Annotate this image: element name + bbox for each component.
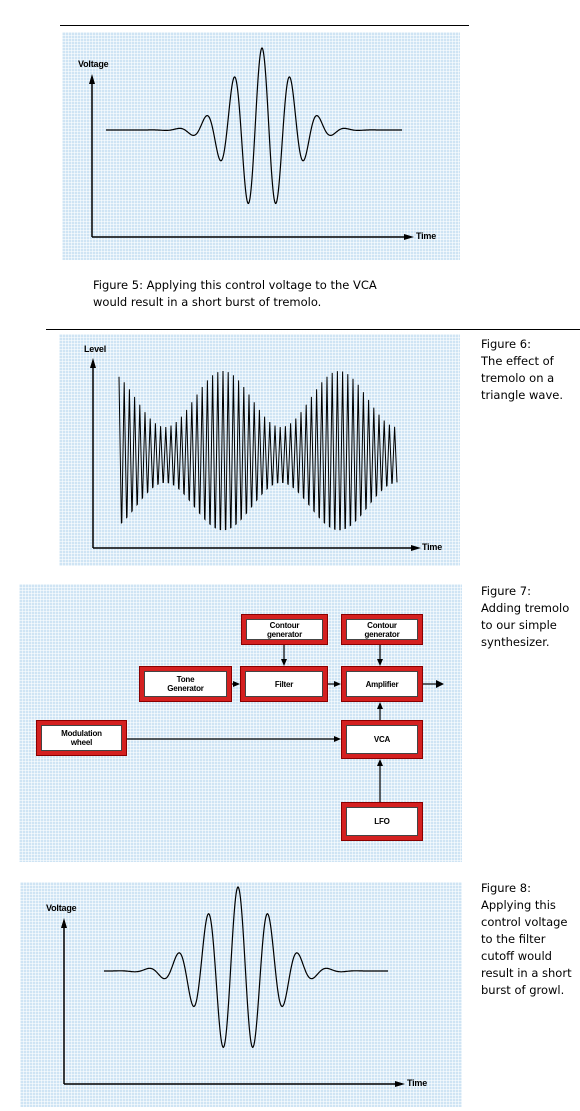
figure8-caption: Figure 8: Applying this control voltage … <box>481 880 572 999</box>
figure6-caption-line: triangle wave. <box>481 388 563 402</box>
figure7-connections <box>127 645 444 802</box>
block-vca: VCA <box>341 720 423 759</box>
block-label: Tone Generator <box>144 671 227 697</box>
block-label: VCA <box>346 725 418 754</box>
figure6-waveform <box>118 370 398 531</box>
block-contour-generator-1: Contour generator <box>241 614 328 645</box>
block-label: Filter <box>245 671 323 697</box>
top-rule <box>60 25 469 26</box>
block-modulation-wheel: Modulation wheel <box>36 720 127 756</box>
figure6-x-label: Time <box>422 542 443 552</box>
figure7-caption-line: to our simple <box>481 618 557 632</box>
figure5-x-label: Time <box>416 231 437 241</box>
arrowhead <box>377 659 383 666</box>
figure8-panel: Voltage Time <box>20 882 462 1107</box>
figure5-y-label: Voltage <box>78 59 109 69</box>
block-label: Contour generator <box>246 619 323 640</box>
figure8-x-label: Time <box>407 1078 428 1088</box>
figure6-caption-line: tremolo on a <box>481 371 555 385</box>
figure7-panel: Contour generator Contour generator Tone… <box>19 584 462 862</box>
figure6-caption: Figure 6: The effect of tremolo on a tri… <box>481 336 563 404</box>
figure6-panel: Level Time <box>59 334 460 566</box>
figure6-caption-line: Figure 6: <box>481 337 531 351</box>
figure8-caption-line: Figure 8: <box>481 881 531 895</box>
figure5-caption-line: Figure 5: Applying this control voltage … <box>93 278 377 292</box>
figure8-y-arrow <box>61 918 67 928</box>
figure5-y-arrow <box>89 74 95 84</box>
block-label: Modulation wheel <box>41 725 122 751</box>
figure6-y-arrow <box>90 358 96 368</box>
figure7-caption-line: synthesizer. <box>481 635 550 649</box>
arrowhead <box>334 681 341 687</box>
figure5-waveform <box>106 47 402 205</box>
block-label: Amplifier <box>346 671 418 697</box>
arrowhead <box>334 736 341 742</box>
mid-rule <box>46 329 580 330</box>
figure8-x-arrow <box>395 1081 405 1087</box>
arrowhead <box>436 680 444 688</box>
arrowhead <box>377 702 383 709</box>
figure6-x-arrow <box>411 545 421 551</box>
figure8-waveform <box>104 886 388 1048</box>
figure8-caption-line: control voltage <box>481 915 568 929</box>
block-label: Contour generator <box>346 619 418 640</box>
block-lfo: LFO <box>341 802 423 841</box>
figure5-caption-line: would result in a short burst of tremolo… <box>93 295 322 309</box>
block-contour-generator-2: Contour generator <box>341 614 423 645</box>
figure8-caption-line: burst of growl. <box>481 983 565 997</box>
figure5-panel: Voltage Time <box>62 32 460 260</box>
arrowhead <box>233 681 240 687</box>
figure8-caption-line: cutoff would <box>481 949 552 963</box>
figure6-y-label: Level <box>84 344 107 354</box>
figure7-caption-line: Adding tremolo <box>481 601 570 615</box>
arrowhead <box>377 759 383 766</box>
figure8-caption-line: to the filter <box>481 932 546 946</box>
figure5-x-arrow <box>404 234 414 240</box>
figure8-caption-line: Applying this <box>481 898 556 912</box>
figure6-graph <box>90 358 421 551</box>
figure6-caption-line: The effect of <box>481 354 554 368</box>
block-label: LFO <box>346 807 418 836</box>
block-tone-generator: Tone Generator <box>139 666 232 702</box>
figure5-graph <box>89 47 414 240</box>
block-filter: Filter <box>240 666 328 702</box>
figure8-graph <box>61 886 405 1087</box>
figure7-caption-line: Figure 7: <box>481 584 531 598</box>
figure5-caption: Figure 5: Applying this control voltage … <box>93 277 377 311</box>
figure7-caption: Figure 7: Adding tremolo to our simple s… <box>481 583 569 651</box>
block-amplifier: Amplifier <box>341 666 423 702</box>
arrowhead <box>281 659 287 666</box>
figure8-y-label: Voltage <box>46 903 77 913</box>
figure8-caption-line: result in a short <box>481 966 572 980</box>
